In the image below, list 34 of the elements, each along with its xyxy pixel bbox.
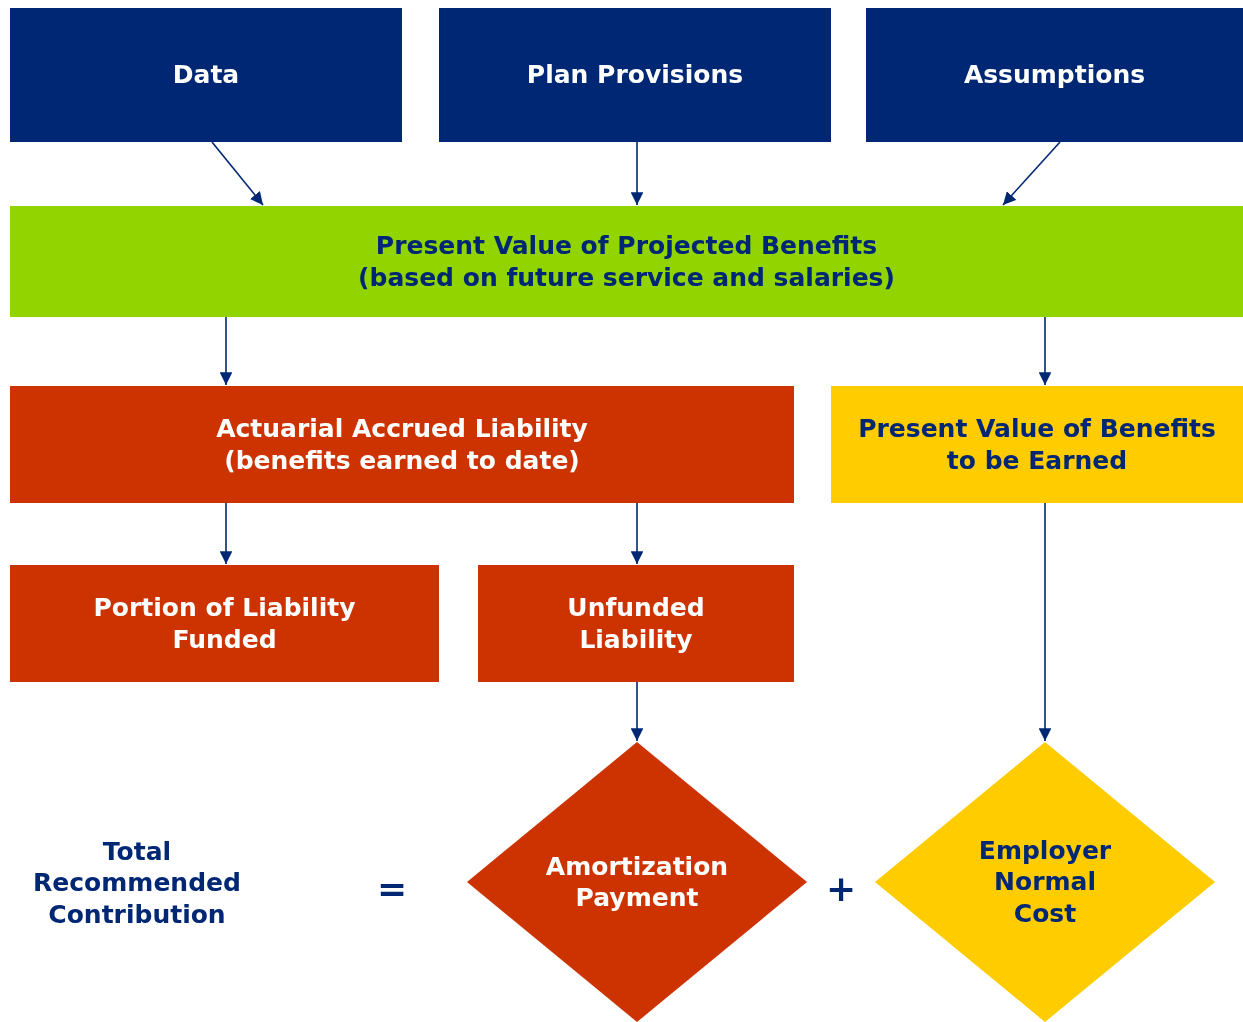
arrow	[630, 141, 644, 206]
arrow	[1002, 141, 1061, 206]
decision-diamond	[875, 742, 1215, 1022]
process-box	[10, 565, 439, 682]
process-box	[10, 8, 402, 142]
box-text: Present Value of Benefits to be Earned	[857, 413, 1217, 476]
arrow	[630, 681, 644, 742]
arrow	[1038, 316, 1052, 386]
equals-sign: =	[377, 867, 408, 911]
box-text: Data	[171, 59, 241, 91]
box-text: (benefits earned to date)	[223, 444, 581, 476]
box-text: Portion of Liability Funded	[92, 592, 357, 655]
process-box	[10, 206, 1243, 317]
box-text: Employer Normal Cost	[977, 835, 1113, 929]
arrow	[219, 502, 233, 565]
box-text: Assumptions	[962, 59, 1147, 91]
box-text: Actuarial Accrued Liability	[215, 413, 589, 445]
arrow	[630, 502, 644, 565]
box-text: Present Value of Projected Benefits	[374, 230, 879, 262]
arrow	[219, 316, 233, 386]
process-box	[439, 8, 831, 142]
process-box	[478, 565, 794, 682]
box-text: Unfunded Liability	[566, 592, 706, 655]
box-text: Plan Provisions	[525, 59, 745, 91]
box-text: Amortization Payment	[544, 850, 730, 914]
plus-sign: +	[826, 867, 857, 911]
arrow	[211, 141, 264, 206]
box-text: (based on future service and salaries)	[357, 261, 896, 293]
total-label: Total Recommended Contribution	[32, 836, 242, 930]
decision-diamond	[467, 742, 807, 1022]
process-box	[10, 386, 794, 503]
process-box	[831, 386, 1243, 503]
process-box	[866, 8, 1243, 142]
arrow	[1038, 502, 1052, 742]
